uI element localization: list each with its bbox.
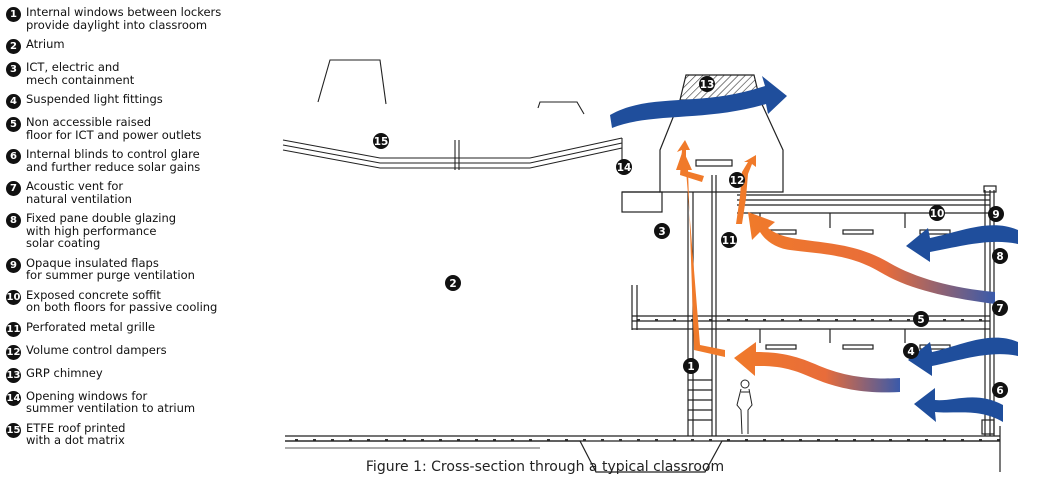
legend-number: 1 (6, 7, 21, 22)
legend-number: 13 (6, 367, 21, 383)
svg-text:6: 6 (996, 385, 1003, 397)
legend-label: Suspended light fittings (26, 92, 163, 106)
legend-label: Exposed concrete soffit on both floors f… (26, 287, 218, 314)
chimney-exhaust-arrow (610, 76, 787, 128)
upper-intake-arrow (906, 225, 1018, 262)
legend-item: 10 Exposed concrete soffit on both floors… (6, 287, 271, 314)
legend-item: 13 GRP chimney (6, 365, 271, 383)
legend-label: Opening windows for summer ventilation t… (26, 388, 196, 415)
upper-warm-flow (748, 212, 995, 304)
damper-flow-right (736, 155, 756, 224)
legend-item: 11 Perforated metal grille (6, 319, 271, 337)
callout-8: 8 (992, 248, 1008, 264)
legend-item: 1 Internal windows between lockers provid… (6, 6, 271, 31)
legend-item: 7 Acoustic vent for natural ventilation (6, 180, 271, 205)
legend-number: 10 (6, 289, 21, 305)
svg-text:5: 5 (917, 314, 924, 326)
legend-label: Atrium (26, 37, 65, 51)
callout-6: 6 (992, 382, 1008, 398)
legend-label: Internal blinds to control glare and fur… (26, 147, 201, 174)
legend-number: 8 (6, 213, 21, 228)
svg-text:8: 8 (996, 251, 1003, 263)
svg-text:4: 4 (907, 346, 914, 358)
atrium-roof (282, 59, 623, 172)
legend-item: 4 Suspended light fittings (6, 93, 271, 109)
lower-intake-arrow-2 (914, 388, 1003, 422)
person-silhouette (736, 379, 753, 435)
legend-number: 15 (6, 422, 21, 438)
legend-label: Acoustic vent for natural ventilation (26, 179, 132, 206)
lower-warm-flow (734, 342, 900, 393)
legend-label: Internal windows between lockers provide… (26, 5, 222, 32)
callout-14: 14 (616, 159, 632, 175)
legend-item: 14 Opening windows for summer ventilation… (6, 388, 271, 415)
legend-item: 12 Volume control dampers (6, 342, 271, 360)
legend-label: ETFE roof printed with a dot matrix (26, 420, 126, 447)
legend-item: 3 ICT, electric and mech containment (6, 61, 271, 86)
svg-text:11: 11 (722, 235, 737, 247)
legend-number: 12 (6, 344, 21, 360)
callout-4: 4 (903, 343, 919, 359)
legend-number: 3 (6, 62, 21, 77)
legend-number: 11 (6, 321, 21, 337)
legend: 1 Internal windows between lockers provid… (6, 6, 271, 454)
svg-text:3: 3 (658, 226, 665, 238)
legend-item: 6 Internal blinds to control glare and fu… (6, 148, 271, 173)
callout-15: 15 (373, 133, 389, 149)
svg-text:15: 15 (374, 136, 389, 148)
callout-11: 11 (721, 232, 737, 248)
legend-item: 9 Opaque insulated flaps for summer purge… (6, 255, 271, 282)
legend-label: Non accessible raised floor for ICT and … (26, 115, 202, 142)
callout-2: 2 (445, 275, 461, 291)
callout-13: 13 (699, 76, 715, 92)
legend-number: 5 (6, 117, 21, 132)
callout-10: 10 (929, 205, 945, 221)
callout-12: 12 (729, 172, 745, 188)
legend-number: 6 (6, 149, 21, 164)
legend-number: 9 (6, 257, 21, 273)
legend-label: Volume control dampers (26, 342, 167, 357)
svg-text:12: 12 (730, 175, 745, 187)
svg-text:2: 2 (449, 278, 456, 290)
lower-intake-arrow-1 (908, 337, 1018, 376)
legend-item: 8 Fixed pane double glazing with high per… (6, 212, 271, 250)
callout-1: 1 (683, 358, 699, 374)
legend-label: Fixed pane double glazing with high perf… (26, 211, 177, 250)
legend-label: Opaque insulated flaps for summer purge … (26, 255, 195, 282)
svg-text:13: 13 (700, 79, 715, 91)
damper-flow-left (677, 140, 704, 182)
ground-slab (285, 426, 1001, 473)
cool-air-arrows (610, 76, 1018, 422)
legend-label: Perforated metal grille (26, 319, 156, 334)
legend-item: 5 Non accessible raised floor for ICT and… (6, 116, 271, 141)
callout-5: 5 (913, 311, 929, 327)
legend-item: 15 ETFE roof printed with a dot matrix (6, 420, 271, 447)
figure-caption: Figure 1: Cross-section through a typica… (365, 459, 725, 475)
warm-air-arrows (676, 140, 995, 393)
legend-number: 14 (6, 390, 21, 406)
callout-9: 9 (988, 206, 1004, 222)
legend-number: 7 (6, 181, 21, 196)
callout-7: 7 (992, 300, 1008, 316)
callout-3: 3 (654, 223, 670, 239)
building-structure (621, 159, 997, 436)
legend-number: 2 (6, 39, 21, 54)
legend-item: 2 Atrium (6, 38, 271, 54)
svg-text:7: 7 (996, 303, 1003, 315)
svg-text:14: 14 (617, 162, 632, 174)
svg-text:9: 9 (992, 209, 999, 221)
legend-number: 4 (6, 94, 21, 109)
legend-label: ICT, electric and mech containment (26, 60, 135, 87)
svg-text:1: 1 (687, 361, 694, 373)
legend-label: GRP chimney (26, 365, 103, 380)
svg-text:10: 10 (930, 208, 945, 220)
